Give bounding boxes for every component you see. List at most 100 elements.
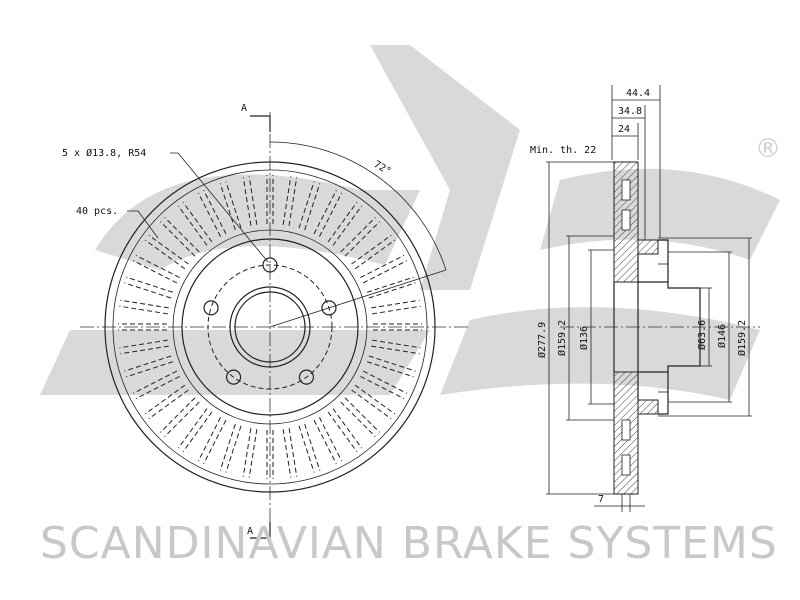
dim-outer-diameter: Ø277.9 xyxy=(536,322,548,358)
vane-note-leader xyxy=(127,210,159,239)
vane-line xyxy=(160,397,196,433)
center-bore-inner xyxy=(234,291,306,363)
vane-line xyxy=(120,345,169,355)
vane-line xyxy=(304,183,321,231)
vane-line xyxy=(298,425,315,473)
vane-line xyxy=(351,389,392,420)
dim-inner-braking-diameter: Ø159.2 xyxy=(556,320,568,356)
vane-line xyxy=(288,428,298,477)
section-mark-bottom: A xyxy=(247,526,253,537)
dim-hat-depth: 34.8 xyxy=(618,106,642,117)
dim-hat-outer: Ø136 xyxy=(578,326,590,350)
vane-line xyxy=(182,411,213,453)
vane-line xyxy=(282,176,292,225)
vane-line xyxy=(160,221,196,257)
bolt-hole xyxy=(262,257,278,273)
brand-name: SCANDINAVIAN BRAKE SYSTEMS xyxy=(40,518,778,569)
vane-line xyxy=(126,276,174,293)
vane-line xyxy=(366,361,414,378)
vane-line xyxy=(372,339,421,349)
vane-line xyxy=(124,282,172,299)
bolt-hole xyxy=(298,369,315,385)
vane-line xyxy=(177,205,208,246)
vane-line xyxy=(340,217,376,253)
side-view: 44.4 34.8 24 Min. th. 22 Ø277.9 Ø159.2 Ø… xyxy=(530,85,760,512)
vane-line xyxy=(318,417,343,462)
vane-line xyxy=(219,183,236,231)
vane-line xyxy=(248,176,258,225)
vane-line xyxy=(354,384,396,415)
section-mark-top: A xyxy=(241,103,247,114)
center-bore-outer xyxy=(229,286,311,368)
vane-line xyxy=(371,299,420,309)
vane-line xyxy=(332,408,363,449)
vane-line xyxy=(126,361,174,378)
vane-line xyxy=(327,411,358,453)
angle-ray xyxy=(269,269,447,328)
vane-line xyxy=(313,419,337,465)
hat-outer-circle xyxy=(181,238,359,416)
vane-line xyxy=(327,201,358,243)
bolt-hole xyxy=(203,300,219,316)
vane-line xyxy=(197,417,222,462)
vane-line xyxy=(344,397,380,433)
vane-line xyxy=(298,181,315,229)
dim-hat-inner: Ø146 xyxy=(716,324,728,348)
hat-flange-bottom xyxy=(637,399,659,415)
vane-line xyxy=(372,305,421,315)
dim-bottom: 7 xyxy=(598,494,604,505)
vane-line xyxy=(354,239,396,270)
bolt-circle xyxy=(207,264,333,390)
vane-line xyxy=(288,177,298,226)
vane-line xyxy=(120,299,169,309)
vane-line xyxy=(119,305,168,315)
vane-line xyxy=(318,192,343,237)
registered-mark: ® xyxy=(755,134,781,164)
vane-line xyxy=(135,375,180,400)
vane-note: 40 pcs. xyxy=(76,206,118,217)
vane-line xyxy=(242,428,252,477)
vane-line xyxy=(371,345,420,355)
vane-line xyxy=(148,234,189,265)
vane-line xyxy=(360,254,405,279)
sbs-watermark-logo xyxy=(40,45,780,400)
vane-line xyxy=(144,384,186,415)
vane-line xyxy=(362,260,408,284)
section-arrow-bottom xyxy=(250,522,271,539)
vane-line xyxy=(282,429,292,478)
vane-line xyxy=(360,375,405,400)
vane-line xyxy=(242,177,252,226)
section-arrow-top xyxy=(250,115,271,132)
vane-line xyxy=(132,260,178,284)
vane-line xyxy=(313,189,337,235)
vane-line xyxy=(182,201,213,243)
vane-line xyxy=(135,254,180,279)
disc-outer-edge xyxy=(104,161,436,493)
vane-line xyxy=(366,276,414,293)
vane-inner-circle xyxy=(172,229,368,425)
vane-line xyxy=(144,239,186,270)
dim-total-width: 44.4 xyxy=(626,88,650,99)
cooling-vanes xyxy=(118,175,422,479)
vane-line xyxy=(332,205,363,246)
angle-arc xyxy=(269,141,447,271)
vane-line xyxy=(368,355,416,372)
vane-line xyxy=(164,217,200,253)
dim-hat-diameter-right: Ø159.2 xyxy=(736,320,748,356)
vane-line xyxy=(248,429,258,478)
bolt-hole xyxy=(225,369,242,385)
vane-line xyxy=(148,389,189,420)
vane-line xyxy=(225,181,242,229)
front-view: A A 72° 5 x Ø13.8, R54 40 pcs. xyxy=(62,103,470,540)
vane-line xyxy=(344,221,380,257)
vane-line xyxy=(177,408,208,449)
vane-line xyxy=(225,425,242,473)
vane-line xyxy=(362,370,408,394)
vane-line xyxy=(197,192,222,237)
dim-disc-thickness: 24 xyxy=(618,124,630,135)
vane-line xyxy=(219,423,236,471)
dim-center-bore: Ø63.6 xyxy=(696,320,708,350)
hat-flange-top xyxy=(637,239,659,255)
vane-line xyxy=(203,419,227,465)
